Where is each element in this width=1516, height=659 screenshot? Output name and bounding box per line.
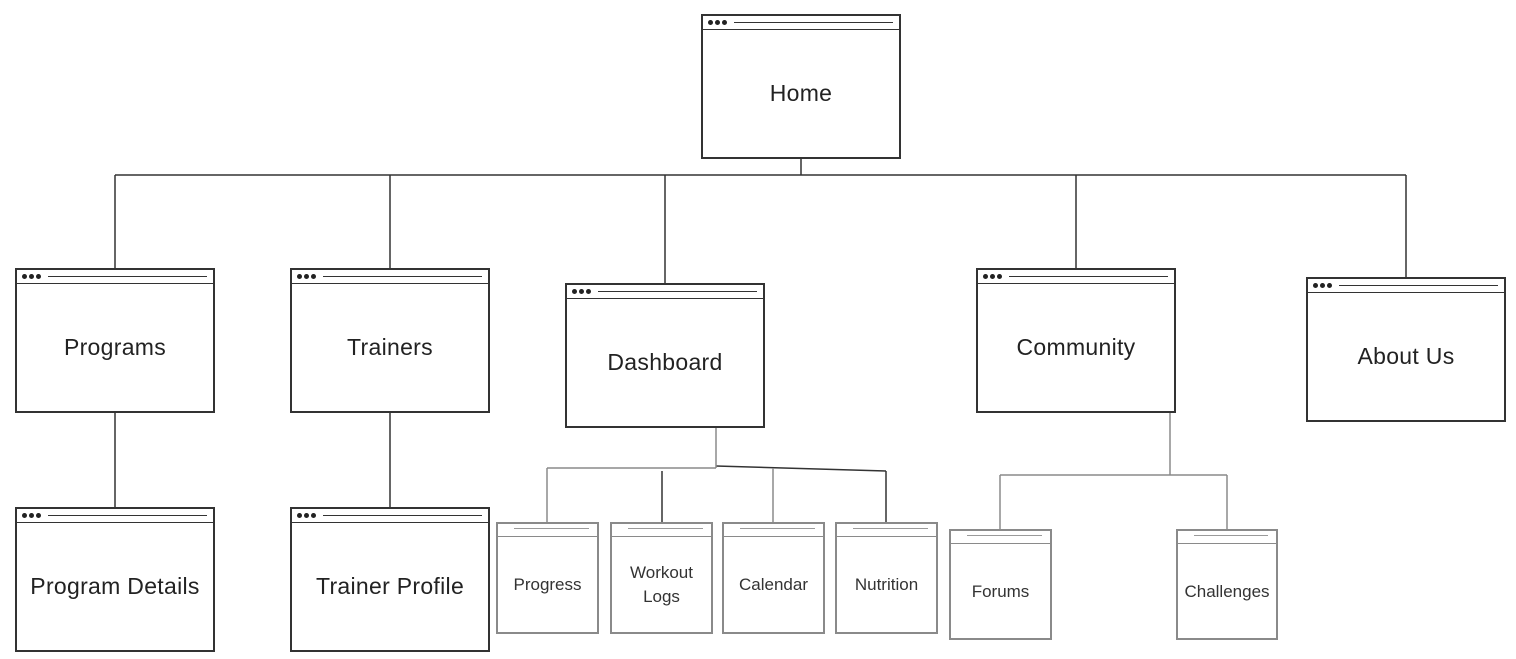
- browser-bar: [703, 16, 899, 30]
- page-trainers-label: Trainers: [347, 334, 433, 360]
- address-bar-line: [48, 515, 207, 516]
- page-program-details-label: Program Details: [30, 573, 200, 599]
- address-bar-line: [734, 22, 893, 23]
- browser-bar: [724, 524, 823, 537]
- page-home-label: Home: [769, 80, 833, 106]
- address-bar-line: [48, 276, 207, 277]
- browser-bar: [612, 524, 711, 537]
- address-bar-line: [853, 528, 928, 529]
- address-bar-line: [628, 528, 703, 529]
- page-calendar-label: Calendar: [739, 575, 808, 594]
- page-calendar: Calendar: [722, 522, 825, 634]
- browser-bar: [292, 509, 488, 523]
- browser-bar: [1178, 531, 1276, 544]
- browser-bar: [498, 524, 597, 537]
- page-community: Community: [976, 268, 1176, 413]
- browser-bar: [837, 524, 936, 537]
- page-workout-logs: Workout Logs: [610, 522, 713, 634]
- address-bar-line: [967, 535, 1042, 536]
- page-trainer-profile: Trainer Profile: [290, 507, 490, 652]
- window-dots-icon: [297, 513, 316, 518]
- page-programs-label: Programs: [63, 334, 167, 360]
- page-about-us-label: About Us: [1357, 343, 1455, 369]
- page-progress-label: Progress: [513, 575, 582, 594]
- page-challenges-label: Challenges: [1184, 581, 1270, 601]
- browser-bar: [17, 509, 213, 523]
- page-community-label: Community: [1016, 334, 1136, 360]
- address-bar-line: [1194, 535, 1268, 536]
- address-bar-line: [323, 276, 482, 277]
- page-challenges: Challenges: [1176, 529, 1278, 640]
- page-forums: Forums: [949, 529, 1052, 640]
- window-dots-icon: [983, 274, 1002, 279]
- window-dots-icon: [22, 513, 41, 518]
- browser-bar: [1308, 279, 1504, 293]
- page-trainer-profile-label: Trainer Profile: [315, 573, 465, 599]
- page-nutrition-label: Nutrition: [854, 575, 919, 594]
- address-bar-line: [1009, 276, 1168, 277]
- browser-bar: [567, 285, 763, 299]
- page-nutrition: Nutrition: [835, 522, 938, 634]
- browser-bar: [951, 531, 1050, 544]
- address-bar-line: [323, 515, 482, 516]
- page-trainers: Trainers: [290, 268, 490, 413]
- window-dots-icon: [297, 274, 316, 279]
- browser-bar: [17, 270, 213, 284]
- window-dots-icon: [572, 289, 591, 294]
- address-bar-line: [514, 528, 589, 529]
- page-forums-label: Forums: [971, 581, 1030, 601]
- connector-dashboard-bus-right: [715, 465, 887, 472]
- browser-bar: [292, 270, 488, 284]
- page-programs: Programs: [15, 268, 215, 413]
- page-about-us: About Us: [1306, 277, 1506, 422]
- address-bar-line: [740, 528, 815, 529]
- page-dashboard-label: Dashboard: [607, 349, 723, 375]
- browser-bar: [978, 270, 1174, 284]
- window-dots-icon: [1313, 283, 1332, 288]
- address-bar-line: [1339, 285, 1498, 286]
- page-home: Home: [701, 14, 901, 159]
- window-dots-icon: [22, 274, 41, 279]
- page-program-details: Program Details: [15, 507, 215, 652]
- page-dashboard: Dashboard: [565, 283, 765, 428]
- address-bar-line: [598, 291, 757, 292]
- window-dots-icon: [708, 20, 727, 25]
- page-progress: Progress: [496, 522, 599, 634]
- page-workout-logs-label: Workout Logs: [630, 563, 693, 606]
